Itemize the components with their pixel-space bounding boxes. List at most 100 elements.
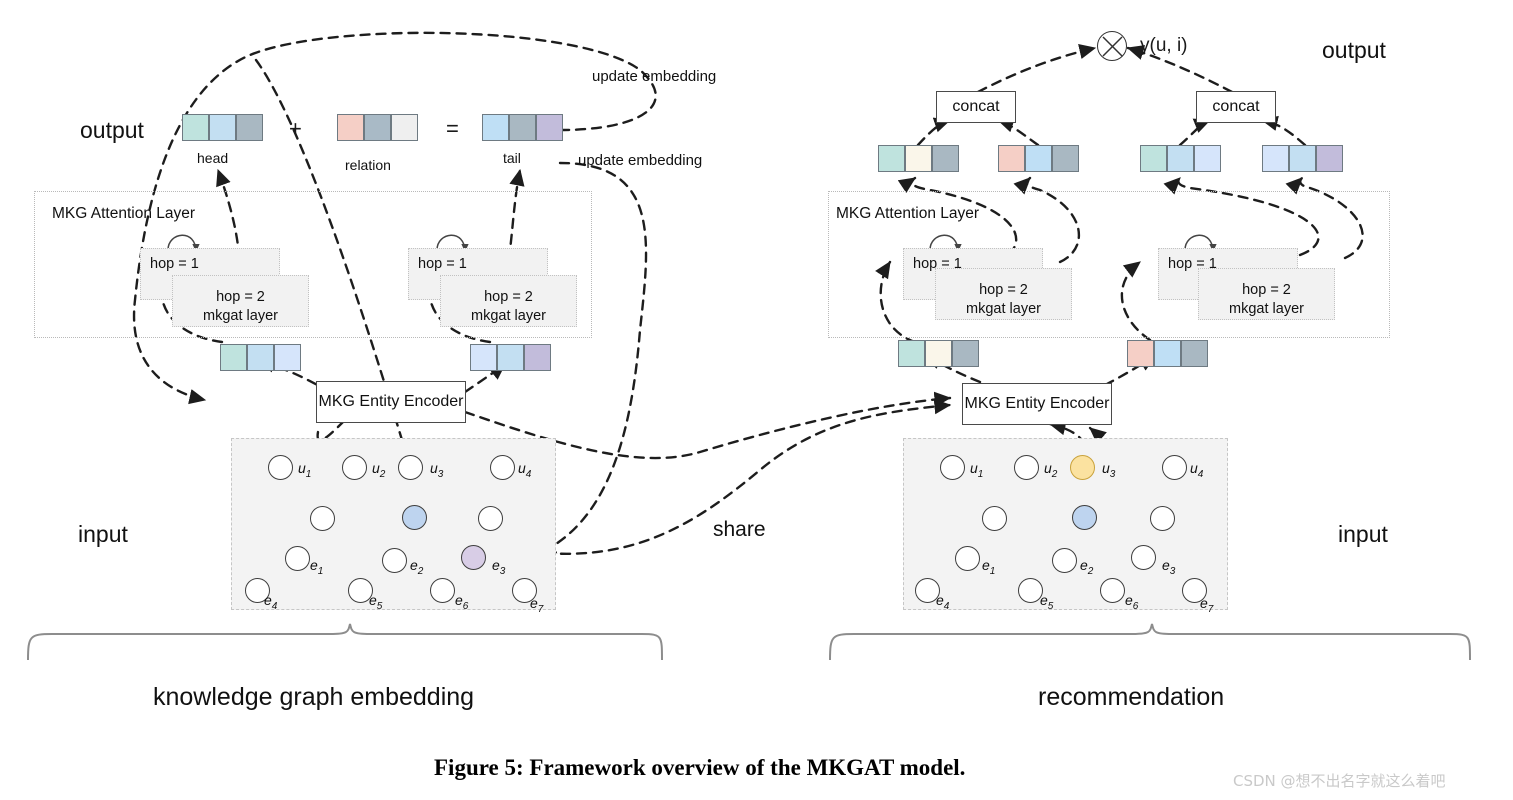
graph-node-u1[interactable] [268,455,293,480]
graph-node-e1-right[interactable] [955,546,980,571]
relation-vector-cell-1 [337,114,364,141]
item-kg-vector-cell-3 [1316,145,1343,172]
graph-node-e4-right[interactable] [915,578,940,603]
tail-entity-vector [470,344,551,371]
hop2-line1: hop = 2 [216,289,265,305]
graph-node-e6-right[interactable] [1100,578,1125,603]
graph-node-mid-right[interactable] [478,506,503,531]
user-kg-vector-cell-1 [1140,145,1167,172]
mkg-entity-encoder-right[interactable]: MKG Entity Encoder [962,383,1112,425]
graph-node-e6[interactable] [430,578,455,603]
hop2-line1: hop = 2 [484,289,533,305]
mkg-attention-layer-left [34,191,592,338]
graph-node-e5[interactable] [348,578,373,603]
section-title-left: knowledge graph embedding [153,683,475,711]
user-embedding-vector-cell-2 [905,145,932,172]
hop2-line1: hop = 2 [979,282,1028,298]
graph-node-label-u3: u3 [430,460,444,480]
graph-node-label-u3-right: u3 [1102,460,1116,480]
graph-node-u4-right[interactable] [1162,455,1187,480]
user-embedding-vector-cell-3 [932,145,959,172]
item-kg-vector-cell-2 [1289,145,1316,172]
relation-label: relation [345,157,391,173]
graph-node-e7[interactable] [512,578,537,603]
head-entity-vector-cell-3 [274,344,301,371]
graph-node-e4[interactable] [245,578,270,603]
input-label-right: input [1338,521,1388,547]
graph-node-label-e2: e2 [410,557,424,577]
graph-node-mid-right-right[interactable] [1150,506,1175,531]
user-kg-vector-cell-3 [1194,145,1221,172]
hop2-line2: mkgat layer [966,301,1041,318]
head-vector [182,114,263,141]
graph-node-mid-left[interactable] [310,506,335,531]
graph-node-u2-right[interactable] [1014,455,1039,480]
item-relation-vector-cell-1 [998,145,1025,172]
graph-node-label-e5-right: e5 [1040,592,1054,612]
tail-vector-cell-2 [509,114,536,141]
concat-box-right[interactable]: concat [1196,91,1276,123]
head-entity-vector [220,344,301,371]
graph-node-u3[interactable] [398,455,423,480]
relation-vector-cell-2 [364,114,391,141]
mkg-entity-encoder-label: MKG Entity Encoder [964,395,1110,412]
graph-node-e3-right[interactable] [1131,545,1156,570]
user-encoder-vector-cell-2 [925,340,952,367]
graph-node-label-e3-right: e3 [1162,557,1176,577]
figure-caption: Figure 5: Framework overview of the MKGA… [434,755,966,780]
graph-node-highlight-purple-left[interactable] [461,545,486,570]
mkg-attention-layer-title-right: MKG Attention Layer [836,205,980,222]
graph-node-label-e2-right: e2 [1080,557,1094,577]
concat-label: concat [952,98,1000,115]
relation-vector [337,114,418,141]
multiply-operator-icon [1097,31,1127,61]
concat-box-left[interactable]: concat [936,91,1016,123]
graph-node-e1[interactable] [285,546,310,571]
graph-node-label-u1-right: u1 [970,460,984,480]
graph-node-e2-right[interactable] [1052,548,1077,573]
tail-vector-cell-1 [482,114,509,141]
item-relation-vector-cell-3 [1052,145,1079,172]
hop2-line1: hop = 2 [1242,282,1291,298]
graph-node-u2[interactable] [342,455,367,480]
head-vector-cell-1 [182,114,209,141]
graph-node-highlight-blue-left[interactable] [402,505,427,530]
graph-node-highlight-blue-right[interactable] [1072,505,1097,530]
tail-entity-vector-cell-1 [470,344,497,371]
graph-node-mid-left-right[interactable] [982,506,1007,531]
mkg-entity-encoder-left[interactable]: MKG Entity Encoder [316,381,466,423]
user-encoder-vector-cell-3 [952,340,979,367]
item-encoder-vector-cell-2 [1154,340,1181,367]
head-vector-cell-3 [236,114,263,141]
update-embedding-label-1: update embedding [592,68,717,85]
graph-node-label-u2-right: u2 [1044,460,1058,480]
score-label: y(u, i) [1140,35,1188,56]
graph-node-e5-right[interactable] [1018,578,1043,603]
item-encoder-vector-cell-1 [1127,340,1154,367]
user-kg-vector [1140,145,1221,172]
mkg-entity-encoder-label: MKG Entity Encoder [318,393,464,410]
head-entity-vector-cell-1 [220,344,247,371]
graph-node-label-u2: u2 [372,460,386,480]
tail-entity-vector-cell-3 [524,344,551,371]
graph-node-highlight-yellow-right[interactable] [1070,455,1095,480]
output-label-right: output [1322,37,1386,63]
graph-node-e2[interactable] [382,548,407,573]
user-encoder-vector [898,340,979,367]
graph-node-u1-right[interactable] [940,455,965,480]
graph-node-label-e1-right: e1 [982,557,996,577]
graph-node-label-e6: e6 [455,592,469,612]
input-label-left: input [78,521,128,547]
tail-vector [482,114,563,141]
user-kg-vector-cell-2 [1167,145,1194,172]
tail-vector-cell-3 [536,114,563,141]
graph-node-e7-right[interactable] [1182,578,1207,603]
item-relation-vector [998,145,1079,172]
graph-node-u4[interactable] [490,455,515,480]
item-kg-vector-cell-1 [1262,145,1289,172]
tail-label: tail [503,150,521,166]
graph-node-label-e5: e5 [369,592,383,612]
